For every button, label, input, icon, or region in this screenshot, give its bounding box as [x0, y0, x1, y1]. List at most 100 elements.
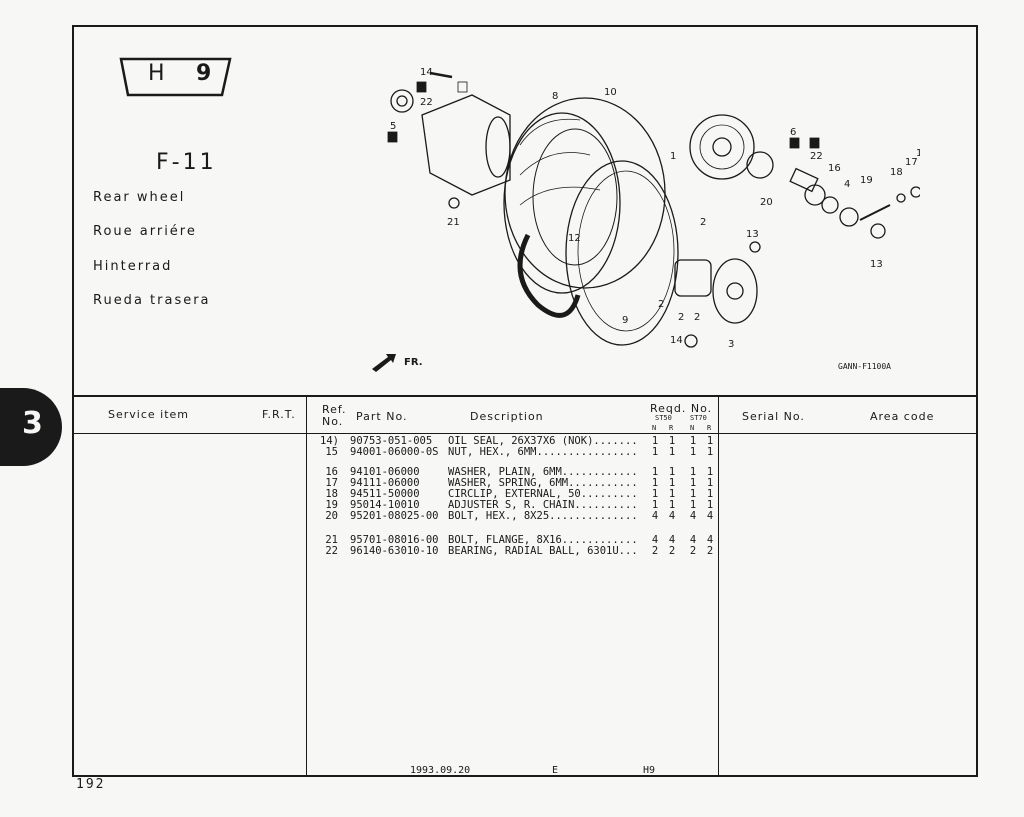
- quantity: 1: [689, 477, 697, 489]
- callout-18: 20: [760, 197, 773, 208]
- section-tab: 3: [0, 388, 62, 466]
- quantity: 1: [651, 488, 659, 500]
- quantity: 1: [668, 477, 676, 489]
- part-number: 95701-08016-00: [350, 534, 439, 546]
- section-badge: H 9: [118, 55, 234, 99]
- header-area-code: Area code: [870, 410, 935, 423]
- column-divider-service: [306, 395, 307, 777]
- part-number: 94101-06000: [350, 466, 420, 478]
- diagram-callouts: 14 22 5 8 10 1 6 22 16 4 19 18 17 15 20 …: [390, 67, 920, 350]
- front-arrow-icon: [372, 354, 396, 372]
- quantity: 1: [689, 435, 697, 447]
- callout-3: 3: [728, 339, 734, 350]
- part-description: WASHER, PLAIN, 6MM............: [448, 466, 638, 478]
- part-description: BEARING, RADIAL BALL, 6301U...: [448, 545, 638, 557]
- quantity: 4: [706, 510, 714, 522]
- callout-4: 4: [844, 179, 850, 190]
- header-n1: N: [652, 424, 657, 432]
- header-serial-no: Serial No.: [742, 410, 805, 423]
- quantity: 1: [689, 488, 697, 500]
- header-r2: R: [707, 424, 712, 432]
- quantity: 2: [668, 545, 676, 557]
- callout-12: 13: [870, 259, 883, 270]
- footer-edition: E: [552, 765, 559, 776]
- quantity: 1: [668, 488, 676, 500]
- quantity: 4: [689, 510, 697, 522]
- header-ref-no: Ref. No.: [322, 403, 347, 428]
- quantity: 1: [651, 446, 659, 458]
- ref-number: 15: [325, 446, 338, 458]
- callout-6: 6: [790, 127, 796, 138]
- header-r1: R: [669, 424, 674, 432]
- quantity: 4: [668, 534, 676, 546]
- circlip-icon: [746, 151, 774, 179]
- damper-icon: [674, 259, 712, 297]
- callout-15: 15: [916, 148, 920, 159]
- ref-number: 17: [325, 477, 338, 489]
- quantity: 1: [706, 499, 714, 511]
- callout-2a: 2: [700, 217, 706, 228]
- part-description: ADJUSTER S, R. CHAIN..........: [448, 499, 638, 511]
- svg-text:7: 7: [390, 133, 396, 144]
- footer-code: H9: [643, 765, 656, 776]
- quantity: 1: [689, 446, 697, 458]
- diagram-table-divider: [72, 395, 978, 397]
- name-english: Rear wheel: [93, 190, 186, 205]
- badge-letter: H: [148, 61, 165, 86]
- callout-22: 22: [420, 97, 433, 108]
- callout-21: 21: [447, 217, 460, 228]
- page-number: 192: [76, 777, 106, 792]
- part-description: NUT, HEX., 6MM................: [448, 446, 638, 458]
- ref-number: 22: [325, 545, 338, 557]
- ref-number: 14): [320, 435, 339, 447]
- header-service-item: Service item: [108, 408, 190, 421]
- callout-2b: 2: [658, 299, 664, 310]
- callout-1: 1: [670, 151, 676, 162]
- diagram-code: GANN-F1100A: [838, 362, 891, 371]
- callout-9: 9: [622, 315, 628, 326]
- callout-5: 5: [390, 121, 396, 132]
- badge-outline-icon: [119, 57, 232, 97]
- ref-number: 21: [325, 534, 338, 546]
- callout-16: 18: [890, 167, 903, 178]
- boxed-callouts: [387, 81, 820, 149]
- part-description: CIRCLIP, EXTERNAL, 50.........: [448, 488, 638, 500]
- header-reqd-no: Reqd. No.: [650, 402, 713, 415]
- quantity: 1: [706, 466, 714, 478]
- name-french: Roue arriére: [93, 224, 197, 239]
- drive-plate-icon: [712, 258, 758, 324]
- boxed-callout-labels: 7 7 7 7: [390, 83, 818, 150]
- quantity: 1: [689, 499, 697, 511]
- footer-date: 1993.09.20: [410, 765, 471, 776]
- callout-8: 8: [552, 91, 558, 102]
- header-model-b: ST70: [690, 414, 707, 422]
- front-arrow-label: FR.: [370, 352, 423, 372]
- part-number: 94001-06000-0S: [350, 446, 439, 458]
- callout-14: 16: [828, 163, 841, 174]
- page-frame: [72, 25, 978, 777]
- quantity: 2: [651, 545, 659, 557]
- column-divider-serial: [718, 395, 719, 777]
- part-description: BOLT, HEX., 8X25..............: [448, 510, 638, 522]
- quantity: 1: [668, 499, 676, 511]
- quantity: 2: [706, 545, 714, 557]
- callout-10: 10: [604, 87, 617, 98]
- part-number: 95201-08025-00: [350, 510, 439, 522]
- quantity: 1: [689, 466, 697, 478]
- callout-7-boxes: [457, 81, 468, 93]
- part-description: BOLT, FLANGE, 8X16............: [448, 534, 638, 546]
- part-number: 94511-50000: [350, 488, 420, 500]
- quantity: 1: [651, 435, 659, 447]
- quantity: 1: [706, 477, 714, 489]
- name-spanish: Rueda trasera: [93, 293, 211, 308]
- rim-icon: [503, 112, 621, 294]
- header-description: Description: [470, 410, 544, 423]
- quantity: 1: [706, 446, 714, 458]
- callout-2c: 2: [678, 312, 684, 323]
- svg-text:7: 7: [812, 139, 818, 150]
- quantity: 2: [689, 545, 697, 557]
- quantity: 4: [689, 534, 697, 546]
- header-n2: N: [690, 424, 695, 432]
- header-frt: F.R.T.: [262, 408, 296, 421]
- sprocket-icon: [689, 114, 755, 180]
